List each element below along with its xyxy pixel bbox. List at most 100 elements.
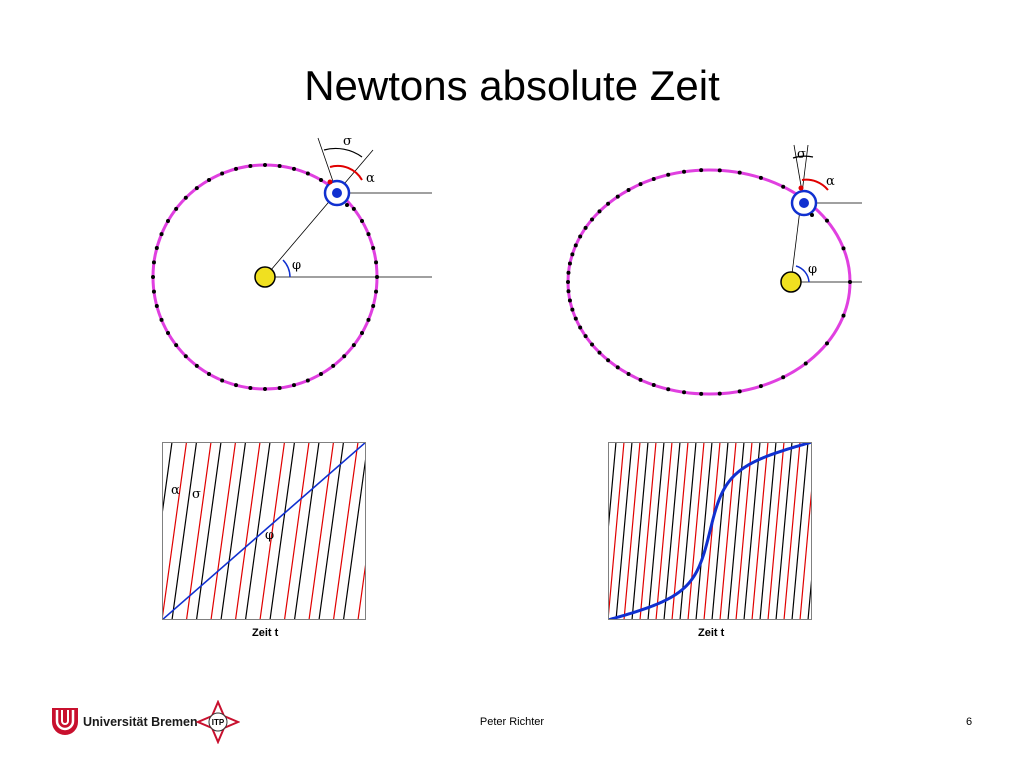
page-number: 6 xyxy=(966,716,973,728)
sigma-series-segment xyxy=(759,442,777,620)
sigma-series-segment xyxy=(368,442,393,620)
sigma-label: σ xyxy=(343,134,352,149)
sigma-series-segment xyxy=(743,442,761,620)
orbit-dot xyxy=(590,217,595,222)
orbit-dot xyxy=(606,358,611,363)
orbit-dot xyxy=(151,289,156,294)
sigma-arc xyxy=(323,147,363,158)
orbit-dot xyxy=(359,331,364,335)
slide-title: Newtons absolute Zeit xyxy=(304,62,720,109)
alpha-series-segment xyxy=(185,442,212,620)
sigma-series-segment xyxy=(220,442,247,620)
sigma-series-segment xyxy=(663,442,681,620)
orbit-dot xyxy=(154,303,159,308)
sigma-series-segment xyxy=(244,442,271,620)
orbit-dot xyxy=(305,171,310,176)
orbit-dot xyxy=(151,260,156,265)
orbit-dot xyxy=(351,206,356,211)
orbit-dot xyxy=(626,188,631,193)
sigma-series-segment xyxy=(393,442,418,620)
orbit-dot xyxy=(758,384,763,389)
alpha-label: α xyxy=(366,171,375,186)
alpha-series-segment xyxy=(623,442,641,620)
sigma-series-segment xyxy=(342,452,366,620)
orbit-dot xyxy=(166,219,171,223)
orbit-dot xyxy=(566,270,571,275)
orbit-dot xyxy=(841,313,846,318)
orbit-dot xyxy=(291,166,296,171)
orbit-dot xyxy=(590,342,595,347)
sigma-series-segment xyxy=(171,442,198,620)
orbit-dot xyxy=(717,168,722,173)
orbit-dot xyxy=(319,371,323,376)
time-chart-elliptical: Zeit t xyxy=(608,442,812,639)
orbit-dot xyxy=(573,243,578,248)
orbit-dot xyxy=(737,389,742,394)
orbit-dot xyxy=(342,354,347,359)
orbit-dot xyxy=(374,260,379,265)
orbit-dot xyxy=(567,261,572,266)
phi-series-line xyxy=(162,442,366,620)
orbit-dot xyxy=(248,386,253,391)
alpha-series-segment xyxy=(799,479,812,620)
alpha-series-segment xyxy=(719,442,737,620)
orbit-dot xyxy=(234,166,239,171)
alpha-series-label: α xyxy=(171,483,180,498)
orbit-dot xyxy=(566,289,571,294)
elliptical-orbit-diagram: σ α φ xyxy=(566,144,862,396)
alpha-series-segment xyxy=(655,442,673,620)
orbit-dot xyxy=(277,386,282,391)
orbit-dot xyxy=(263,387,267,391)
sigma-series-segment xyxy=(608,442,617,538)
sigma-series-segment xyxy=(695,442,713,620)
sigma-series-segment xyxy=(615,442,633,620)
sigma-series-segment xyxy=(647,442,665,620)
orbit-dot xyxy=(351,343,356,348)
orbit-dot xyxy=(651,176,656,181)
orbit-dot xyxy=(699,168,704,173)
planet-marker-red xyxy=(798,185,804,191)
sigma-series-segment xyxy=(293,442,320,620)
orbit-dot xyxy=(319,178,323,183)
orbit-dot xyxy=(366,317,371,322)
planet-marker-black xyxy=(810,213,814,217)
plot-frame xyxy=(162,442,366,620)
alpha-series-segment xyxy=(162,442,163,447)
phi-series-curve xyxy=(608,442,812,620)
sigma-series-segment xyxy=(162,442,173,520)
orbit-dot xyxy=(615,365,620,370)
alpha-series-segment xyxy=(735,442,753,620)
orbit-dot xyxy=(682,390,687,395)
planet xyxy=(799,198,809,208)
orbit-dot xyxy=(578,234,583,239)
alpha-series-segment xyxy=(751,442,769,620)
orbit-dot xyxy=(781,184,786,189)
orbit-dot xyxy=(666,172,671,177)
orbit-dot xyxy=(824,218,829,223)
orbit-dot xyxy=(174,343,179,348)
orbit-dot xyxy=(374,289,379,294)
alpha-series-segment xyxy=(332,442,359,620)
orbit-dot xyxy=(606,201,611,206)
sun xyxy=(254,266,276,288)
phi-label: φ xyxy=(808,262,817,277)
alpha-series-segment xyxy=(283,442,310,620)
orbit-dot xyxy=(207,371,211,376)
alpha-label: α xyxy=(826,174,835,189)
alpha-series-segment xyxy=(259,442,286,620)
orbit-dot xyxy=(615,194,620,199)
orbit-dot xyxy=(291,383,296,388)
alpha-series-segment xyxy=(703,442,721,620)
orbit-dot xyxy=(626,371,631,376)
sigma-series-segment xyxy=(711,442,729,620)
university-name: Universität Bremen xyxy=(83,715,198,729)
footer-author: Peter Richter xyxy=(479,716,545,728)
alpha-series-segment xyxy=(357,557,366,620)
planet-marker-red xyxy=(327,179,333,185)
alpha-series-segment xyxy=(234,442,261,620)
sigma-series-segment xyxy=(679,442,697,620)
alpha-series-segment xyxy=(383,442,408,620)
orbit-dot xyxy=(578,325,583,330)
orbit-dot xyxy=(154,246,159,251)
alpha-series-segment xyxy=(816,442,832,620)
